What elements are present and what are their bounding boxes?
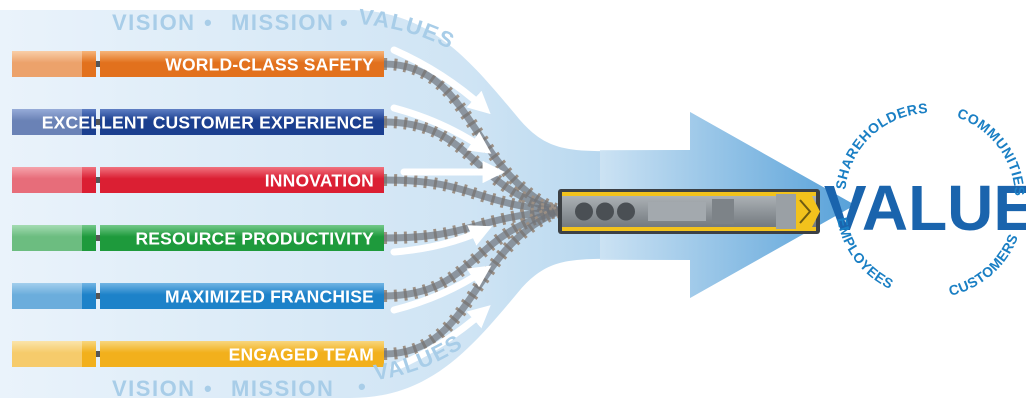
converge-arrow-2 <box>390 104 492 154</box>
train-coupler <box>96 235 100 241</box>
train-fade <box>12 341 82 367</box>
train-car <box>12 109 96 135</box>
locomotive <box>558 189 820 234</box>
train-label-1: WORLD-CLASS SAFETY <box>165 55 374 75</box>
converging-tracks <box>383 58 563 360</box>
train-label-6: ENGAGED TEAM <box>229 345 374 365</box>
converge-arrow-1 <box>390 46 491 115</box>
locomotive-fan-2 <box>596 202 614 221</box>
train-car <box>100 109 384 135</box>
banner-top-sep1: • <box>204 10 213 35</box>
track-rails <box>383 207 562 358</box>
track-rails <box>383 207 561 300</box>
banner-bottom-mission: MISSION <box>231 376 334 401</box>
train-bar-4: RESOURCE PRODUCTIVITY <box>12 225 384 251</box>
banner-top-sep2: • <box>340 10 349 35</box>
train-label-2: EXCELLENT CUSTOMER EXPERIENCE <box>42 113 374 133</box>
locomotive-stripe-bottom <box>562 227 816 231</box>
train-bar-5: MAXIMIZED FRANCHISE <box>12 283 384 309</box>
locomotive-radiator <box>712 199 734 224</box>
train-bar-3: INNOVATION <box>12 167 384 193</box>
locomotive-nose-chevron <box>799 199 812 224</box>
train-label-5: MAXIMIZED FRANCHISE <box>165 287 374 307</box>
train-fade <box>12 51 82 77</box>
locomotive-fan-1 <box>575 202 593 221</box>
train-label-4: RESOURCE PRODUCTIVITY <box>135 229 374 249</box>
value-outcome: VALUE SHAREHOLDERS COMMUNITIES EMPLOYEES… <box>824 100 1026 299</box>
track-rails <box>383 60 562 215</box>
banner-bottom-sep2: • <box>358 374 367 399</box>
train-car <box>12 341 96 367</box>
train-coupler <box>96 293 100 299</box>
locomotive-fan-3 <box>617 202 635 221</box>
train-fade <box>12 167 82 193</box>
train-car <box>100 167 384 193</box>
train-bar-2: EXCELLENT CUSTOMER EXPERIENCE <box>12 109 384 135</box>
train-car <box>12 283 96 309</box>
track-rails <box>383 118 561 215</box>
train-coupler <box>96 61 100 67</box>
banner-top-mission: MISSION <box>231 10 334 35</box>
train-car <box>100 51 384 77</box>
converging-arrows <box>390 46 505 372</box>
train-car <box>12 167 96 193</box>
converge-arrow-6 <box>390 305 491 372</box>
locomotive-stripe-top <box>562 192 816 196</box>
train-car <box>100 341 384 367</box>
train-label-3: INNOVATION <box>265 171 374 191</box>
banner-top-vision: VISION <box>112 10 196 35</box>
train-car <box>100 283 384 309</box>
train-coupler <box>96 351 100 357</box>
converge-arrow-4 <box>390 225 493 256</box>
banner-bottom-sep1: • <box>204 376 213 401</box>
train-car <box>100 225 384 251</box>
train-car <box>12 51 96 77</box>
train-bar-1: WORLD-CLASS SAFETY <box>12 51 384 77</box>
locomotive-hood-panel <box>648 202 706 221</box>
train-fade <box>12 109 82 135</box>
track-rails <box>383 176 561 215</box>
train-coupler <box>96 119 100 125</box>
banner-bottom-vision: VISION <box>112 376 196 401</box>
train-bars: WORLD-CLASS SAFETY EXCELLENT CUSTOMER EXP… <box>12 51 384 367</box>
train-bar-6: ENGAGED TEAM <box>12 341 384 367</box>
converge-arrow-5 <box>390 265 492 314</box>
locomotive-cab <box>776 194 796 229</box>
train-car <box>12 225 96 251</box>
train-fade <box>12 283 82 309</box>
train-fade <box>12 225 82 251</box>
value-title: VALUE <box>824 172 1026 244</box>
train-coupler <box>96 177 100 183</box>
